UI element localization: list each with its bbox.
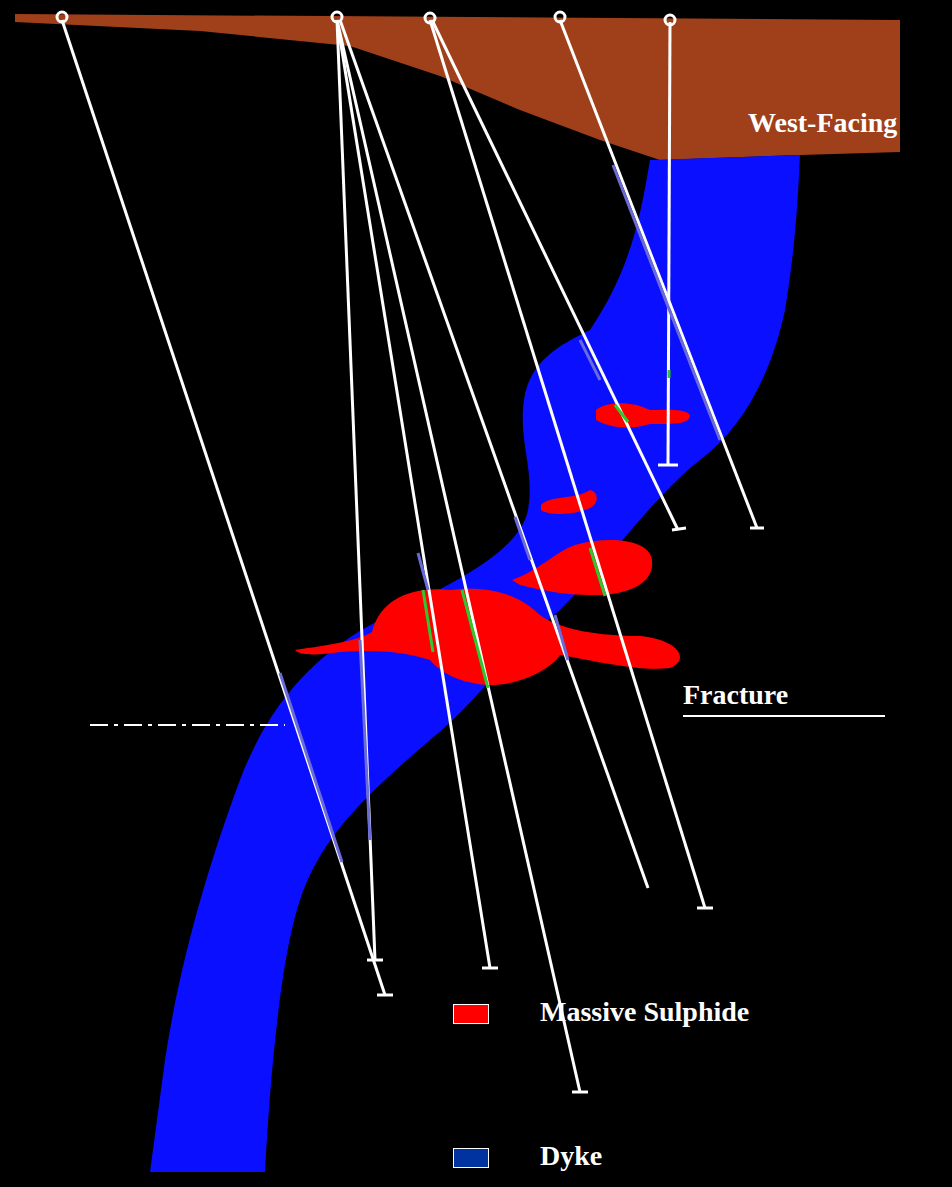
legend-swatch xyxy=(453,1004,489,1024)
dyke xyxy=(150,155,800,1172)
facing-label: West-Facing xyxy=(748,108,897,139)
legend-text: Dyke xyxy=(540,1141,602,1172)
legend-swatch xyxy=(453,1148,489,1168)
overburden xyxy=(15,14,900,160)
label-underline xyxy=(683,715,885,717)
fracture-label: Fracture xyxy=(683,680,788,711)
legend-text: Massive Sulphide xyxy=(540,997,749,1028)
fracture-line xyxy=(90,724,285,726)
intercepts xyxy=(280,165,720,862)
drill-holes xyxy=(57,12,764,1092)
